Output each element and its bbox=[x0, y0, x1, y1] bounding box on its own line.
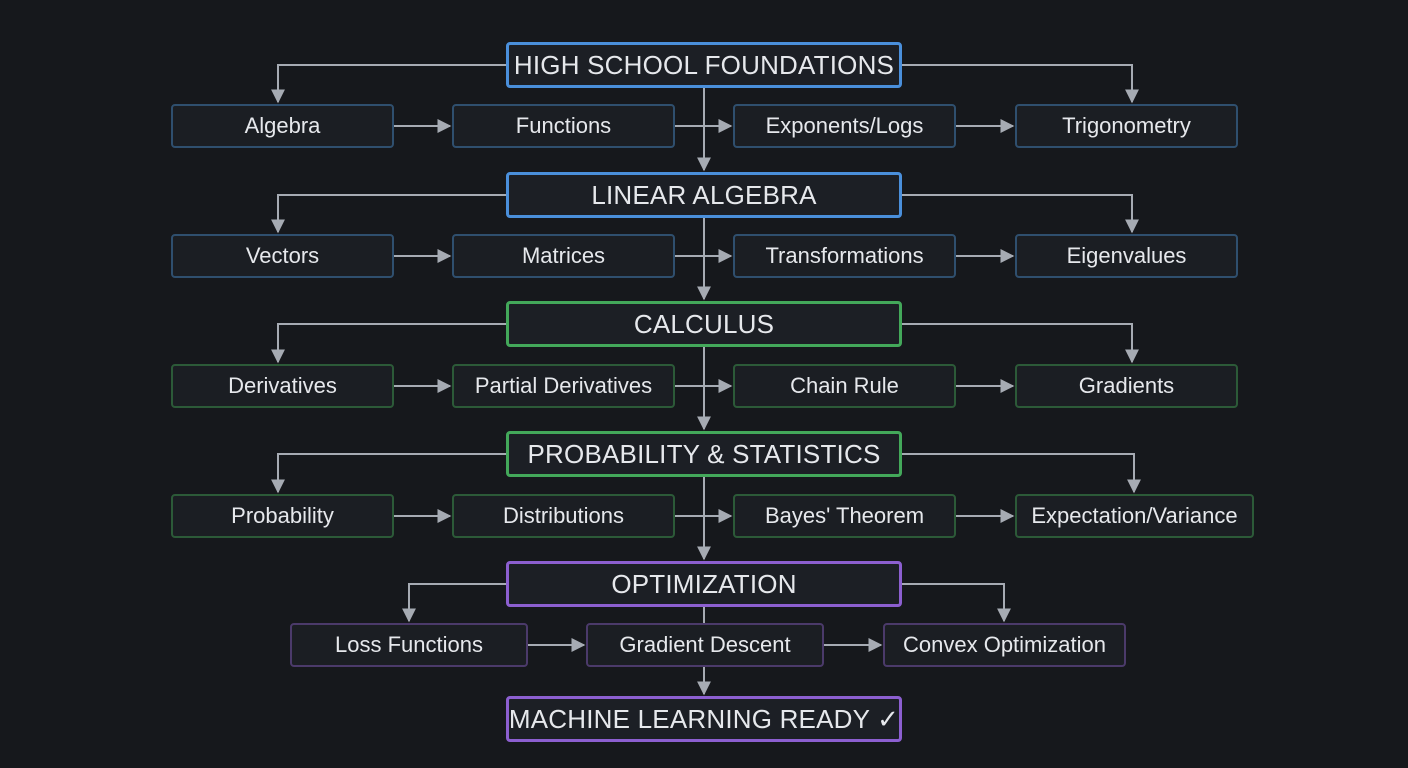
branch-right-0 bbox=[902, 64, 1139, 104]
topic-algebra: Algebra bbox=[171, 104, 394, 148]
topic-functions: Functions bbox=[452, 104, 675, 148]
topic-loss-functions: Loss Functions bbox=[290, 623, 528, 667]
topic-expectation-variance: Expectation/Variance bbox=[1015, 494, 1254, 538]
topic-bayes-theorem: Bayes' Theorem bbox=[733, 494, 956, 538]
topic-gradient-descent: Gradient Descent bbox=[586, 623, 824, 667]
topic-transformations: Transformations bbox=[733, 234, 956, 278]
branch-right-opt bbox=[902, 583, 1011, 623]
section-header-linear-algebra: LINEAR ALGEBRA bbox=[506, 172, 902, 218]
section-header-probability-statistics: PROBABILITY & STATISTICS bbox=[506, 431, 902, 477]
topic-gradients: Gradients bbox=[1015, 364, 1238, 408]
branch-left-1 bbox=[271, 194, 506, 234]
section-header-optimization: OPTIMIZATION bbox=[506, 561, 902, 607]
branch-left-opt bbox=[402, 583, 506, 623]
topic-eigenvalues: Eigenvalues bbox=[1015, 234, 1238, 278]
branch-right-3 bbox=[902, 453, 1141, 494]
branch-right-2 bbox=[902, 323, 1139, 364]
branch-left-3 bbox=[271, 453, 506, 494]
topic-convex-optimization: Convex Optimization bbox=[883, 623, 1126, 667]
topic-chain-rule: Chain Rule bbox=[733, 364, 956, 408]
branch-left-2 bbox=[271, 323, 506, 364]
topic-vectors: Vectors bbox=[171, 234, 394, 278]
final-machine-learning-ready: MACHINE LEARNING READY ✓ bbox=[506, 696, 902, 742]
topic-derivatives: Derivatives bbox=[171, 364, 394, 408]
topic-probability: Probability bbox=[171, 494, 394, 538]
topic-partial-derivatives: Partial Derivatives bbox=[452, 364, 675, 408]
topic-trigonometry: Trigonometry bbox=[1015, 104, 1238, 148]
topic-matrices: Matrices bbox=[452, 234, 675, 278]
section-header-high-school-foundations: HIGH SCHOOL FOUNDATIONS bbox=[506, 42, 902, 88]
topic-distributions: Distributions bbox=[452, 494, 675, 538]
branch-right-1 bbox=[902, 194, 1139, 234]
branch-left-0 bbox=[271, 64, 506, 104]
topic-exponents-logs: Exponents/Logs bbox=[733, 104, 956, 148]
section-header-calculus: CALCULUS bbox=[506, 301, 902, 347]
